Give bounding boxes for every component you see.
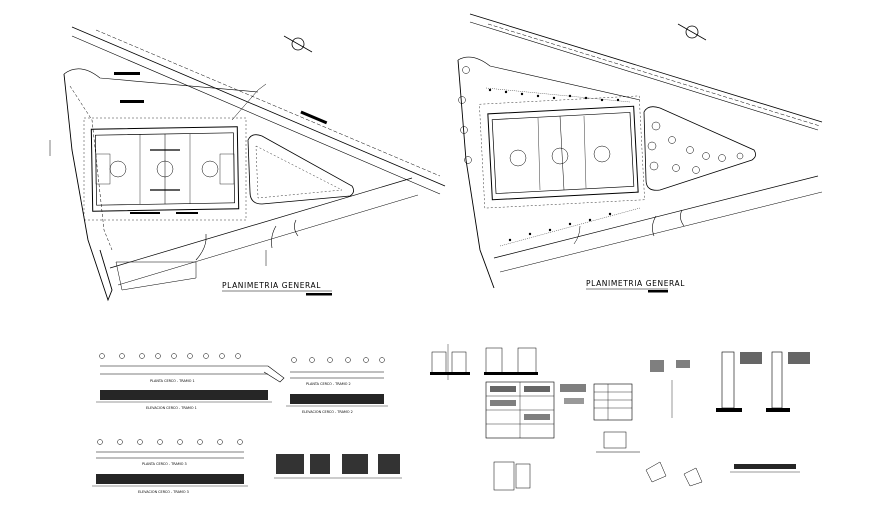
detail-box <box>493 461 515 491</box>
slab-section <box>734 464 796 469</box>
detail-label: PLANTA CERCO - TRAMO 1 <box>150 379 195 383</box>
green-area-inner <box>255 145 343 199</box>
tree-symbols <box>458 66 744 174</box>
column-detail <box>716 351 762 412</box>
detail-shape <box>645 461 667 483</box>
inner-boundary <box>69 85 113 251</box>
detail-box <box>603 431 627 449</box>
left-plan-title: PLANIMETRIA GENERAL <box>222 281 321 290</box>
title-scale-bar <box>648 290 668 293</box>
road-edge <box>117 194 419 286</box>
light-fixtures <box>488 88 620 242</box>
fence-details: PLANTA CERCO - TRAMO 1 ELEVACION CERCO -… <box>92 353 402 494</box>
site-boundary <box>63 73 113 302</box>
road-edge <box>109 177 413 269</box>
path <box>231 83 267 121</box>
road-edge <box>469 13 823 123</box>
detail-label: ELEVACION CERCO - TRAMO 1 <box>146 406 197 410</box>
label-bar <box>176 212 198 214</box>
fence-plan-1: PLANTA CERCO - TRAMO 1 <box>99 353 285 383</box>
column-detail <box>766 351 810 412</box>
left-site-plan: PLANIMETRIA GENERAL <box>49 26 446 302</box>
note-block <box>676 360 690 368</box>
site-boundary <box>63 68 259 93</box>
road-edge <box>71 35 441 195</box>
fixture-line <box>499 207 641 247</box>
label-bar <box>120 100 144 103</box>
north-arrow-icon <box>677 23 707 41</box>
road-curve <box>652 215 657 237</box>
fence-plan-2: PLANTA CERCO - TRAMO 2 <box>290 357 385 386</box>
spec-table <box>593 383 633 421</box>
road-curve <box>680 209 685 227</box>
detail-label: ELEVACION CERCO - TRAMO 2 <box>302 410 353 414</box>
parking-strip <box>115 261 197 291</box>
fence-elevation-2: ELEVACION CERCO - TRAMO 2 <box>286 394 388 414</box>
detail-shape <box>683 467 703 487</box>
note-block <box>560 384 586 392</box>
detail-label: PLANTA CERCO - TRAMO 3 <box>142 462 187 466</box>
title-scale-bar <box>306 293 332 296</box>
fixture-line <box>485 87 631 103</box>
right-site-plan: PLANIMETRIA GENERAL <box>457 13 823 293</box>
fence-section-details <box>274 454 402 479</box>
label-bar <box>130 212 160 214</box>
road-edge <box>469 21 819 131</box>
north-arrow-icon <box>283 35 313 53</box>
landscaped-area <box>643 106 756 191</box>
detail-label: ELEVACION CERCO - TRAMO 3 <box>138 490 189 494</box>
road-curve <box>195 234 207 261</box>
road-curve <box>271 225 277 249</box>
fence-elevation-3: ELEVACION CERCO - TRAMO 3 <box>92 474 248 494</box>
note-block <box>650 360 664 372</box>
site-boundary <box>457 59 495 289</box>
road-curve <box>294 219 299 237</box>
construction-details <box>430 344 810 491</box>
road-edge <box>499 191 823 273</box>
road-curve <box>573 225 581 245</box>
note-block <box>564 398 584 404</box>
sports-court <box>90 126 240 212</box>
road-edge <box>493 175 819 259</box>
right-plan-title: PLANIMETRIA GENERAL <box>586 279 685 288</box>
label-bar <box>114 72 140 75</box>
detail-label: PLANTA CERCO - TRAMO 2 <box>306 382 351 386</box>
court-frame <box>479 95 645 209</box>
court-frame <box>83 117 247 221</box>
road-centerline <box>487 23 821 127</box>
road-edge <box>71 26 446 187</box>
label-bar <box>300 110 328 125</box>
site-boundary <box>457 56 641 101</box>
road-centerline <box>95 29 441 177</box>
sports-court <box>487 105 639 201</box>
fence-plan-3: PLANTA CERCO - TRAMO 3 <box>96 439 244 466</box>
fence-elevation-1: ELEVACION CERCO - TRAMO 1 <box>96 390 272 410</box>
triangular-green-area <box>247 134 354 205</box>
spec-table <box>485 381 555 439</box>
